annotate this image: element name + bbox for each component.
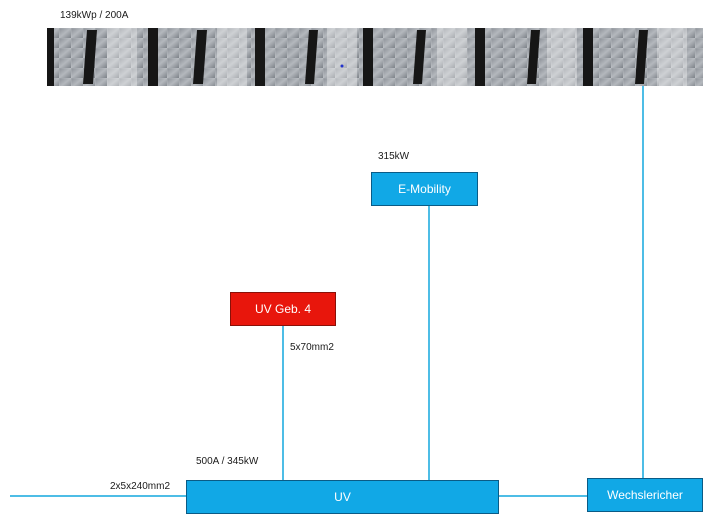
emobility-node[interactable]: E-Mobility [371,172,478,206]
emobility-power-label: 315kW [378,151,410,162]
solar-panel-array [47,28,703,86]
uv-node[interactable]: UV [186,480,499,514]
pv-rating-label: 139kWp / 200A [60,10,129,21]
line-feed-to-uv [10,495,186,497]
uv-rating-label: 500A / 345kW [196,456,259,467]
line-geb4-to-uv [282,326,284,480]
line-inverter-to-pv [642,86,644,478]
cable-main-label: 2x5x240mm2 [110,481,171,492]
line-uv-to-inverter [499,495,587,497]
uv-geb4-node[interactable]: UV Geb. 4 [230,292,336,326]
inverter-node[interactable]: Wechslericher [587,478,703,512]
solar-panel-image [47,28,703,86]
line-emobility-to-uv [428,206,430,480]
cable-geb4-label: 5x70mm2 [290,342,334,353]
